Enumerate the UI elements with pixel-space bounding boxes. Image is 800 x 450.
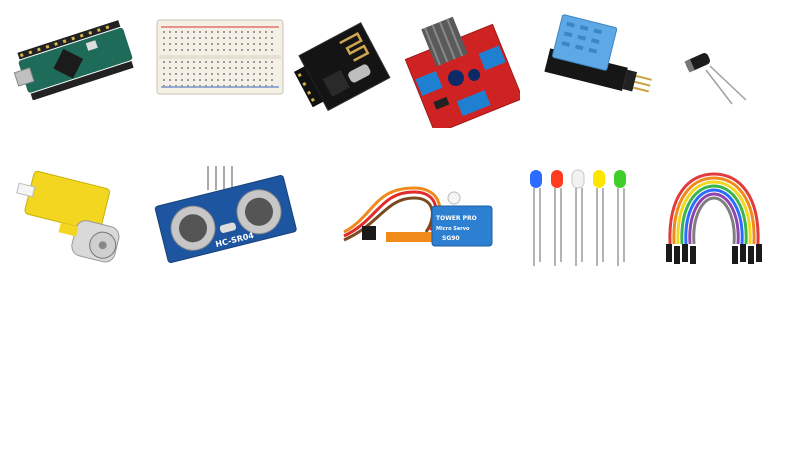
led-green (614, 170, 626, 188)
led-red (551, 170, 563, 188)
led-white (571, 169, 585, 189)
jumper-wires-image (660, 164, 768, 274)
servo-size-text: SG90 (442, 235, 460, 242)
led-yellow (593, 170, 605, 188)
servo-motor-image: TOWER PRO Micro Servo SG90 (334, 176, 504, 262)
arduino-nano-image (8, 18, 138, 100)
led-blue (530, 170, 542, 188)
dht11-sensor-module-image (535, 14, 659, 104)
breadboard-image (155, 18, 285, 96)
nrf24l01-module-image (292, 16, 396, 120)
yellow-gear-motor-image (8, 160, 144, 282)
capacitor-image (682, 44, 752, 110)
servo-brand-text: TOWER PRO (436, 215, 477, 222)
l298n-motor-driver-image (400, 10, 520, 128)
ultrasonic-sensor-image: HC-SR04 (150, 160, 302, 272)
servo-model-text: Micro Servo (436, 226, 470, 232)
leds-image (520, 164, 640, 272)
